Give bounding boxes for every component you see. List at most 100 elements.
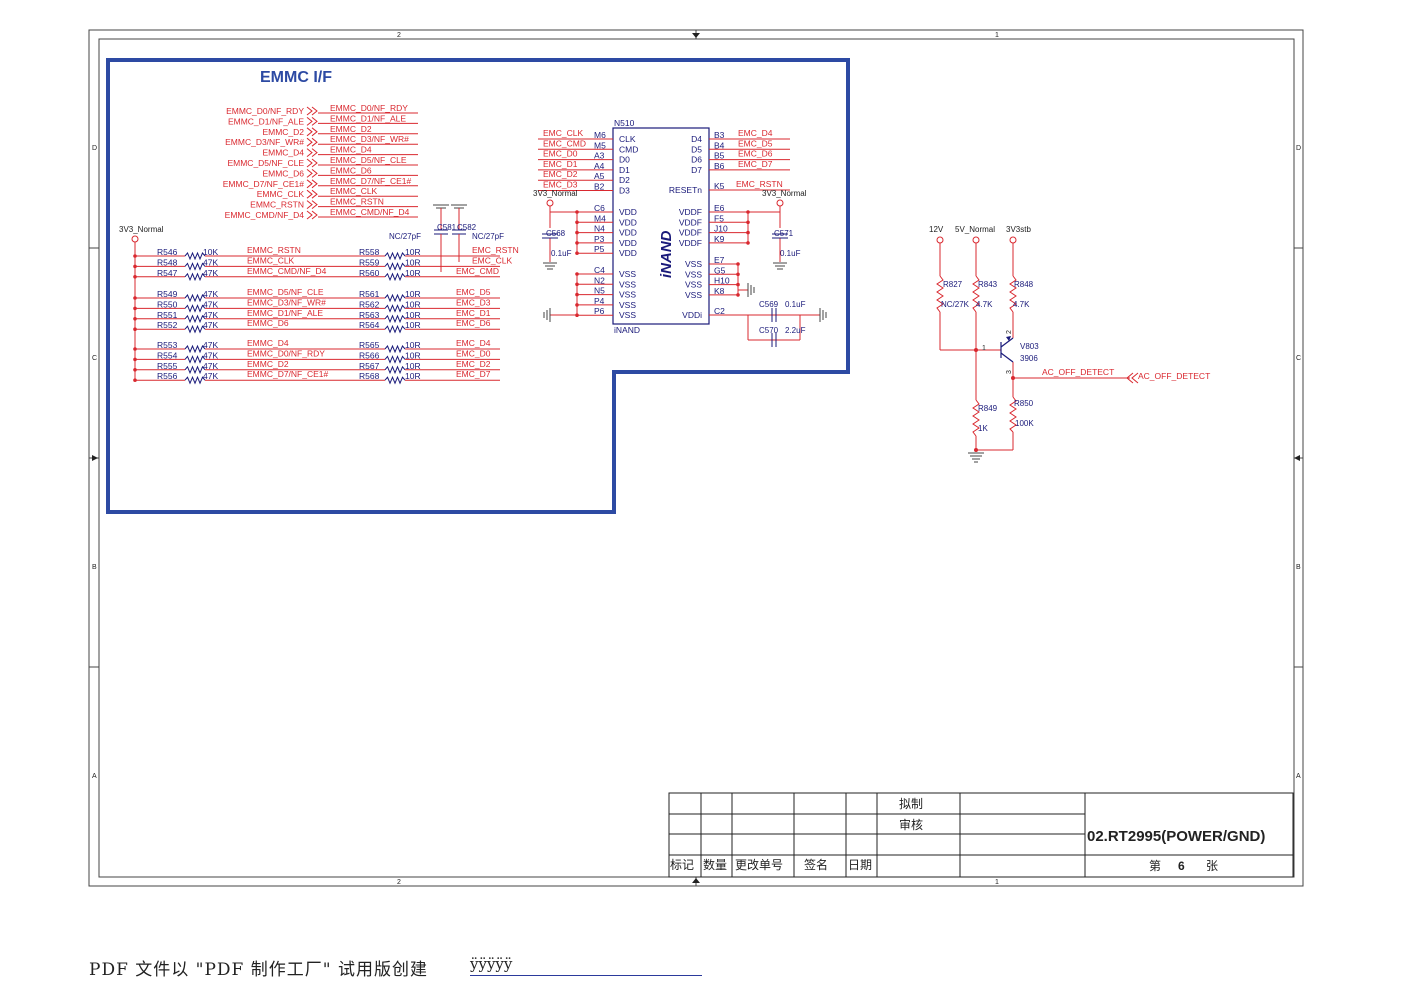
pin-ball: P6	[594, 306, 605, 316]
resistor-ref: R848	[1014, 280, 1034, 289]
junction-dot	[575, 251, 579, 255]
ac-detect-circuit: 12V 5V_Normal 3V3stb	[929, 225, 1210, 463]
resistor-body	[384, 344, 406, 354]
resistor-ref: R568	[359, 371, 380, 381]
pin-name: VDD	[619, 228, 637, 238]
net-label: EMC_D7	[456, 369, 491, 379]
resistor-body	[384, 324, 406, 334]
resistor-value: 47K	[203, 289, 218, 299]
pin-ball: M5	[594, 140, 606, 150]
resistor-value: 10R	[405, 310, 421, 320]
resistor-ref: R546	[157, 247, 178, 257]
resistor-value: 1K	[978, 424, 988, 433]
rail-label: 3V3_Normal	[762, 189, 807, 198]
net-label-right: EMMC_D0/NF_RDY	[330, 103, 408, 113]
net-label-right: EMMC_D7/NF_CE1#	[330, 176, 412, 186]
emmc-block-outline	[106, 58, 850, 514]
resistor-ref: R556	[157, 371, 178, 381]
pin-name: VSS	[685, 259, 702, 269]
net-label-right: EMMC_D2	[330, 124, 372, 134]
resistor-value: 10R	[405, 299, 421, 309]
pin-name: VSS	[619, 300, 636, 310]
pin-ball: C6	[594, 203, 605, 213]
pin-name: VSS	[685, 290, 702, 300]
net-label-left: EMMC_D5/NF_CLE	[227, 158, 304, 168]
pin-ball: B6	[714, 161, 725, 171]
net-label-right: EMMC_D5/NF_CLE	[330, 155, 407, 165]
frame-row-label: A	[1296, 773, 1301, 780]
inand-vdd-left: 3V3_Normal C568 0.1uF	[533, 189, 578, 270]
inand-body	[612, 127, 710, 325]
resistor-value: 10R	[405, 268, 421, 278]
sheet-number-suffix: 张	[1206, 859, 1218, 873]
net-label: EMC_D0	[543, 149, 578, 159]
port-arrow-icon	[306, 189, 313, 199]
transistor-ref: V803	[1020, 342, 1039, 351]
net-label-left: EMMC_RSTN	[250, 200, 304, 210]
rail-label: 3V3_Normal	[533, 189, 578, 198]
net-label: EMC_D7	[738, 159, 773, 169]
net-label: EMC_D5	[738, 138, 773, 148]
port-arrow-icon	[311, 189, 318, 199]
frame-col-label: 2	[397, 32, 401, 39]
resistor-body	[384, 304, 406, 313]
resistor-value: 10R	[405, 320, 421, 330]
net-label: EMC_RSTN	[736, 179, 783, 189]
resistor-ref: R547	[157, 268, 178, 278]
resistor-body	[184, 293, 206, 303]
resistor-ref: R843	[978, 280, 998, 289]
net-label-left: EMMC_CMD/NF_D4	[225, 210, 305, 220]
port-arrow-icon	[306, 117, 313, 126]
resistor-value: 47K	[203, 361, 218, 371]
frame-markers	[92, 33, 1300, 883]
resistor-ref: R549	[157, 289, 178, 299]
port-arrow-icon	[306, 169, 313, 178]
port-arrow-icon	[311, 117, 318, 126]
resistor-body	[384, 251, 406, 261]
net-label: EMC_RSTN	[472, 245, 519, 255]
resistor-body	[184, 375, 206, 385]
net-label: EMC_D2	[543, 169, 578, 179]
resistor-value: NC/27K	[941, 300, 970, 309]
resistor-body	[384, 375, 406, 385]
pin-name: VSS	[685, 280, 702, 290]
net-label: EMMC_D5/NF_CLE	[247, 287, 324, 297]
drawn-label: 拟制	[899, 797, 923, 811]
resistor-value: 47K	[203, 268, 218, 278]
cap-value: 2.2uF	[785, 326, 806, 335]
net-label: EMMC_D1/NF_ALE	[247, 308, 323, 318]
pin-ball: B2	[594, 182, 605, 192]
port-arrow-icon	[311, 158, 318, 168]
frame-col-label: 1	[995, 32, 999, 39]
pin-name: RESETn	[669, 185, 702, 195]
net-label-left: EMMC_D2	[262, 127, 304, 137]
resistor-body	[184, 304, 206, 313]
resistor-ref: R553	[157, 340, 178, 350]
net-label: EMC_D1	[456, 308, 491, 318]
resistor-ref: R552	[157, 320, 178, 330]
net-label-left: EMMC_D6	[262, 168, 304, 178]
port-arrow-icon	[306, 137, 313, 147]
resistor-ref: R565	[359, 340, 380, 350]
pin-name: VSS	[619, 279, 636, 289]
transistor-part: 3906	[1020, 354, 1038, 363]
frame-row-label: C	[92, 355, 97, 362]
resistor-value: 10R	[405, 257, 421, 267]
net-label: EMMC_D7/NF_CE1#	[247, 369, 329, 379]
pin-name: VSS	[619, 310, 636, 320]
pin-ball: A4	[594, 161, 605, 171]
cap-c581-c582	[433, 204, 467, 272]
pin-ball: M4	[594, 213, 606, 223]
pdf-footer-link[interactable]: ÿÿÿÿÿ	[470, 955, 702, 976]
resistor-body	[184, 324, 206, 334]
pin-name: VDDi	[682, 310, 702, 320]
pin-ball: K9	[714, 234, 725, 244]
net-label: AC_OFF_DETECT	[1042, 367, 1114, 377]
inand-ref: N510	[614, 118, 635, 128]
port-arrow-icon	[1126, 372, 1134, 384]
